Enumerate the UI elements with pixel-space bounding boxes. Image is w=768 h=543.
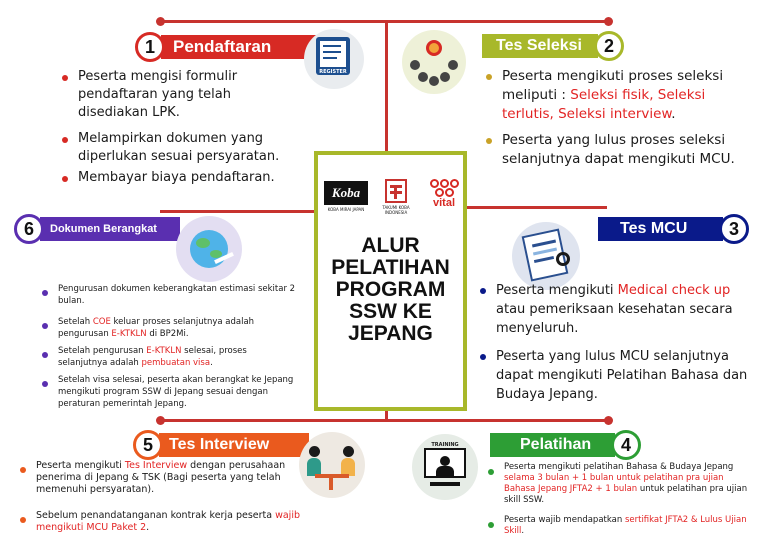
list-item: Peserta yang lulus proses seleksi selanj… [484,131,746,169]
vertical-connector-line [385,411,388,421]
list-item: Peserta mengikuti proses seleksi meliput… [484,67,746,124]
step5-header: 5 Tes Interview [133,430,309,460]
list-item: Peserta mengikuti pelatihan Bahasa & Bud… [486,462,748,506]
step2-number: 2 [594,31,624,61]
bottom-connector-line [160,419,608,422]
step4-number: 4 [611,430,641,460]
step5-number: 5 [133,430,163,460]
right-connector-line [467,206,607,209]
list-item: Peserta wajib mendapatkan sertifikat JFT… [486,515,748,537]
vital-logo: vital [426,179,462,217]
step6-title: Dokumen Berangkat [40,217,180,241]
list-item: Peserta yang lulus MCU selanjutnya dapat… [478,347,750,404]
list-item: Setelah COE keluar proses selanjutnya ad… [40,316,298,340]
travel-globe-icon [176,216,242,282]
list-item: Membayar biaya pendaftaran. [60,169,298,187]
step6-bullet-list: Pengurusan dokumen keberangkatan estimas… [40,283,298,410]
list-item: Melampirkan dokumen yang diperlukan sesu… [60,130,298,166]
list-item: Setelah visa selesai, peserta akan beran… [40,374,298,410]
step5-title: Tes Interview [159,433,309,457]
list-item: Sebelum penandatanganan kontrak kerja pe… [18,510,300,534]
selection-people-icon [402,30,466,94]
list-item: Peserta mengikuti Medical check up atau … [478,281,750,338]
interview-icon [299,432,365,498]
step2-bullet-list: Peserta mengikuti proses seleksi meliput… [484,67,746,169]
step3-header: Tes MCU 3 [598,214,749,244]
step1-title: Pendaftaran [161,35,321,59]
takumi-koba-logo: TAKUMI KOBA INDONESIA [378,179,414,219]
step4-bullet-list: Peserta mengikuti pelatihan Bahasa & Bud… [486,462,748,537]
step2-title: Tes Seleksi [482,34,598,58]
list-item: Pengurusan dokumen keberangkatan estimas… [40,283,298,307]
step1-number: 1 [135,32,165,62]
step4-title: Pelatihan [490,433,615,457]
left-connector-line [160,210,314,213]
step3-bullet-list: Peserta mengikuti Medical check up atau … [478,281,750,404]
step4-header: Pelatihan 4 [490,430,641,460]
bottom-connector-dot [604,416,613,425]
top-connector-dot [156,17,165,26]
step6-number: 6 [14,214,44,244]
koba-logo: Koba KOBA MIRAI JAPAN [324,181,368,215]
training-icon: TRAINING [412,434,478,500]
list-item: Peserta mengikuti Tes Interview dengan p… [18,460,300,496]
list-item: Setelah pengurusan E-KTKLN selesai, pros… [40,345,298,369]
step3-title: Tes MCU [598,217,723,241]
step1-bullet-list: Peserta mengisi formulir pendaftaran yan… [60,68,298,187]
register-icon: REGISTER [304,29,364,89]
step3-number: 3 [719,214,749,244]
medical-checkup-icon [512,222,580,290]
center-title-box: Koba KOBA MIRAI JAPAN TAKUMI KOBA INDONE… [314,151,467,411]
vertical-connector-line [385,22,388,151]
step1-header: 1 Pendaftaran [135,32,321,62]
bottom-connector-dot [156,416,165,425]
step6-header: 6 Dokumen Berangkat [14,214,180,244]
step2-header: Tes Seleksi 2 [482,31,624,61]
step5-bullet-list: Peserta mengikuti Tes Interview dengan p… [18,460,300,534]
center-title: ALUR PELATIHAN PROGRAM SSW KE JEPANG [331,234,450,345]
top-connector-dot [604,17,613,26]
top-connector-line [160,20,608,23]
list-item: Peserta mengisi formulir pendaftaran yan… [60,68,298,122]
